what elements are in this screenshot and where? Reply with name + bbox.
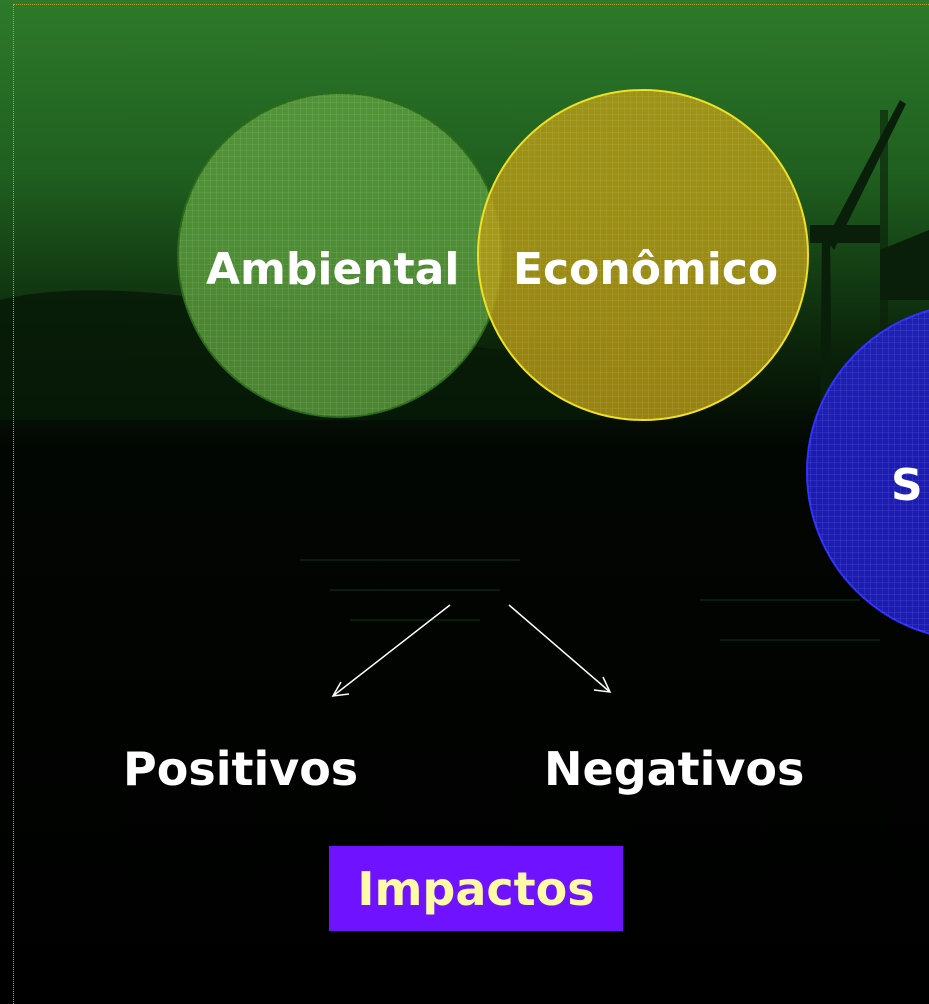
label-economico: Econômico xyxy=(513,244,779,295)
circle-ambiental xyxy=(177,92,503,418)
arrow-to-positivos xyxy=(331,604,451,697)
impactos-label: Impactos xyxy=(357,861,595,916)
circle-economico xyxy=(477,89,809,421)
slide-frame xyxy=(13,4,929,1004)
impactos-box: Impactos xyxy=(329,846,623,931)
label-social: S xyxy=(891,460,923,511)
circle-social xyxy=(806,309,929,635)
label-positivos: Positivos xyxy=(123,742,359,796)
label-ambiental: Ambiental xyxy=(206,244,460,295)
label-negativos: Negativos xyxy=(544,742,805,796)
arrow-to-negativos xyxy=(508,604,612,693)
